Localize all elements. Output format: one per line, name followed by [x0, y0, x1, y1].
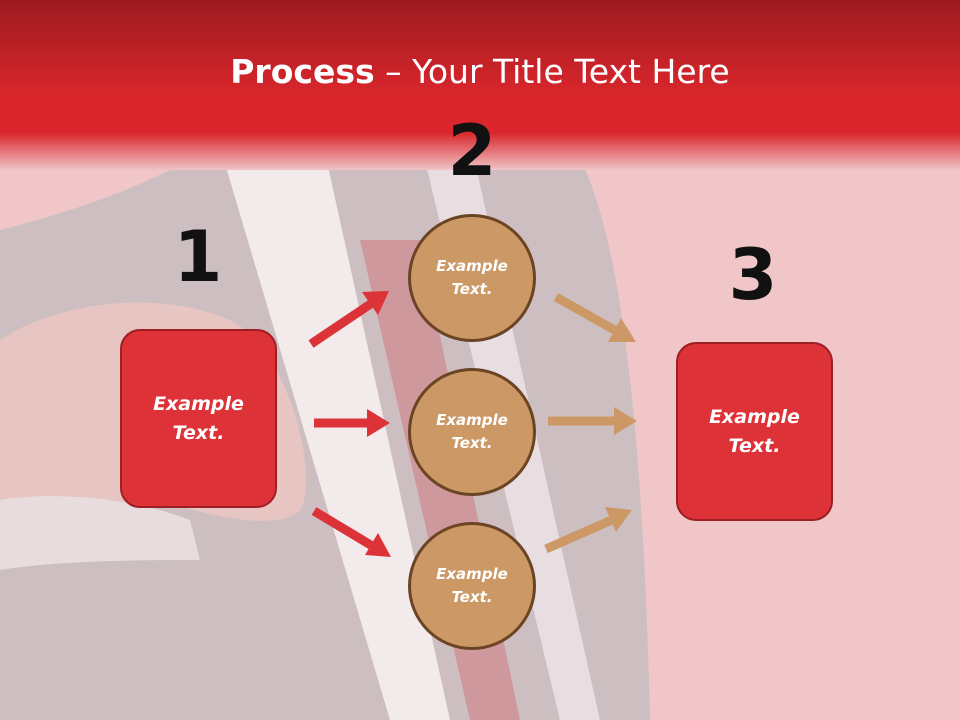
step-number-3: 3: [728, 234, 778, 316]
arrow-from-circle-middle: [548, 407, 637, 435]
slide-title: Process – Your Title Text Here: [0, 52, 960, 91]
arrow-from-circle-top: [553, 293, 636, 342]
arrow-to-circle-middle: [314, 409, 390, 437]
step-3-label: Example Text.: [709, 405, 800, 457]
arrow-to-circle-bottom: [311, 507, 391, 557]
arrow-from-circle-bottom: [544, 507, 632, 554]
circle-bottom: Example Text.: [408, 522, 536, 650]
circle-middle-label: Example Text.: [436, 411, 508, 452]
step-1-label: Example Text.: [153, 392, 244, 444]
circle-bottom-label: Example Text.: [436, 565, 508, 606]
title-bold: Process: [230, 52, 375, 91]
step-number-1: 1: [173, 216, 223, 298]
title-rest: – Your Title Text Here: [374, 52, 730, 91]
circle-top: Example Text.: [408, 214, 536, 342]
step-3-box: Example Text.: [676, 342, 833, 521]
step-number-2: 2: [447, 110, 497, 192]
circle-middle: Example Text.: [408, 368, 536, 496]
step-1-box: Example Text.: [120, 329, 277, 508]
circle-top-label: Example Text.: [436, 257, 508, 298]
arrow-to-circle-top: [308, 291, 389, 348]
